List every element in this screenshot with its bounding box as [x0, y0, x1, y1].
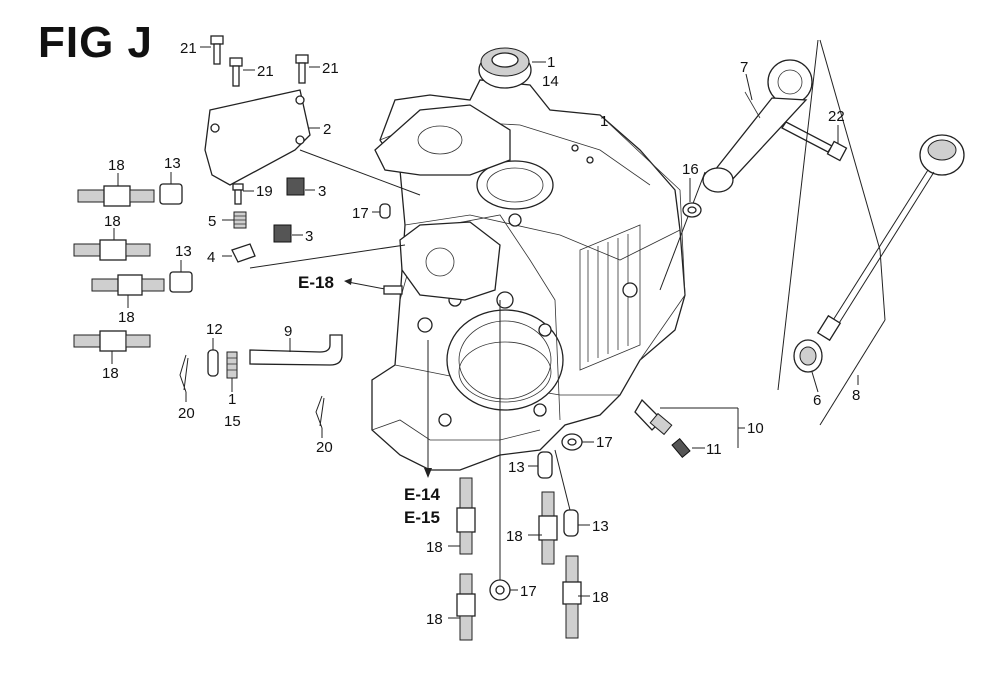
clip-4: [231, 243, 256, 263]
washer-16: [682, 202, 702, 218]
spring-5: [233, 211, 247, 229]
callout-13-a: 13: [164, 155, 181, 172]
stud-18-h: [562, 555, 582, 639]
spring-15: [226, 351, 238, 379]
housing-cover: [399, 221, 501, 301]
callout-17-a: 17: [352, 205, 369, 222]
stud-18-c: [91, 274, 165, 296]
stud-18-e: [456, 477, 476, 555]
pin-20-b: [315, 395, 325, 429]
callout-18-e: 18: [426, 539, 443, 556]
ref-e18: E-18: [298, 273, 334, 292]
callout-20-a: 20: [178, 405, 195, 422]
callout-13-c: 13: [508, 459, 525, 476]
cap-6: [793, 339, 823, 373]
callout-18-h: 18: [592, 589, 609, 606]
pipe-9: [249, 334, 343, 366]
callout-8: 8: [852, 387, 860, 404]
dowel-17-a: [379, 203, 391, 219]
callout-21-a: 21: [180, 40, 197, 57]
callout-12: 12: [206, 321, 223, 338]
stud-18-d: [73, 330, 151, 352]
cylinder-bore: [446, 309, 564, 411]
filter-mesh-3a: [286, 177, 305, 196]
stud-18-a: [77, 185, 155, 207]
bolt-21-c: [295, 54, 309, 84]
bolt-21-a: [210, 35, 224, 65]
connecting-rod: [702, 59, 813, 193]
bolt-22: [781, 121, 848, 162]
stud-18-b: [73, 239, 151, 261]
filter-mesh-3b: [273, 224, 292, 243]
callout-19: 19: [256, 183, 273, 200]
dipstick: [816, 134, 965, 342]
callout-17-b: 17: [596, 434, 613, 451]
callout-16: 16: [682, 161, 699, 178]
ref-e15: E-15: [404, 508, 440, 527]
callout-1-top: 1: [547, 54, 555, 71]
callout-13-b: 13: [175, 243, 192, 260]
callout-22: 22: [828, 108, 845, 125]
callout-20-b: 20: [316, 439, 333, 456]
callout-14: 14: [542, 73, 559, 90]
callout-18-c: 18: [118, 309, 135, 326]
callout-17-c: 17: [520, 583, 537, 600]
callout-18-f: 18: [506, 528, 523, 545]
callout-5: 5: [208, 213, 216, 230]
dowel-17-b: [561, 433, 583, 451]
callout-18-a: 18: [108, 157, 125, 174]
ref-e14: E-14: [404, 485, 440, 504]
oil-sensor: [634, 398, 691, 459]
figure-title: FIG J: [38, 18, 154, 67]
bolt-21-b: [229, 57, 243, 87]
stud-18-g: [456, 573, 476, 641]
upper-flange: [374, 104, 511, 176]
callout-15: 15: [224, 413, 241, 430]
pin-20-a: [179, 354, 189, 393]
callout-10: 10: [747, 420, 764, 437]
callout-13-d: 13: [592, 518, 609, 535]
callout-18-d: 18: [102, 365, 119, 382]
cap-13-b: [169, 271, 193, 293]
cover-plate: [204, 89, 311, 186]
crankcase-assembly: [371, 79, 686, 471]
callout-21-b: 21: [257, 63, 274, 80]
callout-11: 11: [706, 441, 722, 458]
callout-21-c: 21: [322, 60, 339, 77]
callout-18-g: 18: [426, 611, 443, 628]
dowel-17-c: [489, 579, 511, 601]
callout-3-b: 3: [305, 228, 313, 245]
callout-2: 2: [323, 121, 331, 138]
callout-18-b: 18: [104, 213, 121, 230]
screw-19: [232, 183, 244, 205]
cap-13-d: [563, 509, 579, 537]
cooling-fins: [579, 224, 641, 371]
cap-13-c: [537, 451, 553, 479]
callout-7: 7: [740, 59, 748, 76]
cap-13-a: [159, 183, 183, 205]
callout-1-block: 1: [600, 113, 608, 130]
callout-9: 9: [284, 323, 292, 340]
callout-3-a: 3: [318, 183, 326, 200]
o-ring-12: [207, 349, 219, 377]
stud-18-f: [538, 491, 558, 565]
callout-6: 6: [813, 392, 821, 409]
oil-seal: [478, 47, 532, 89]
callout-1-left: 1: [228, 391, 236, 408]
callout-4: 4: [207, 249, 215, 266]
upper-bore-right: [476, 160, 554, 210]
